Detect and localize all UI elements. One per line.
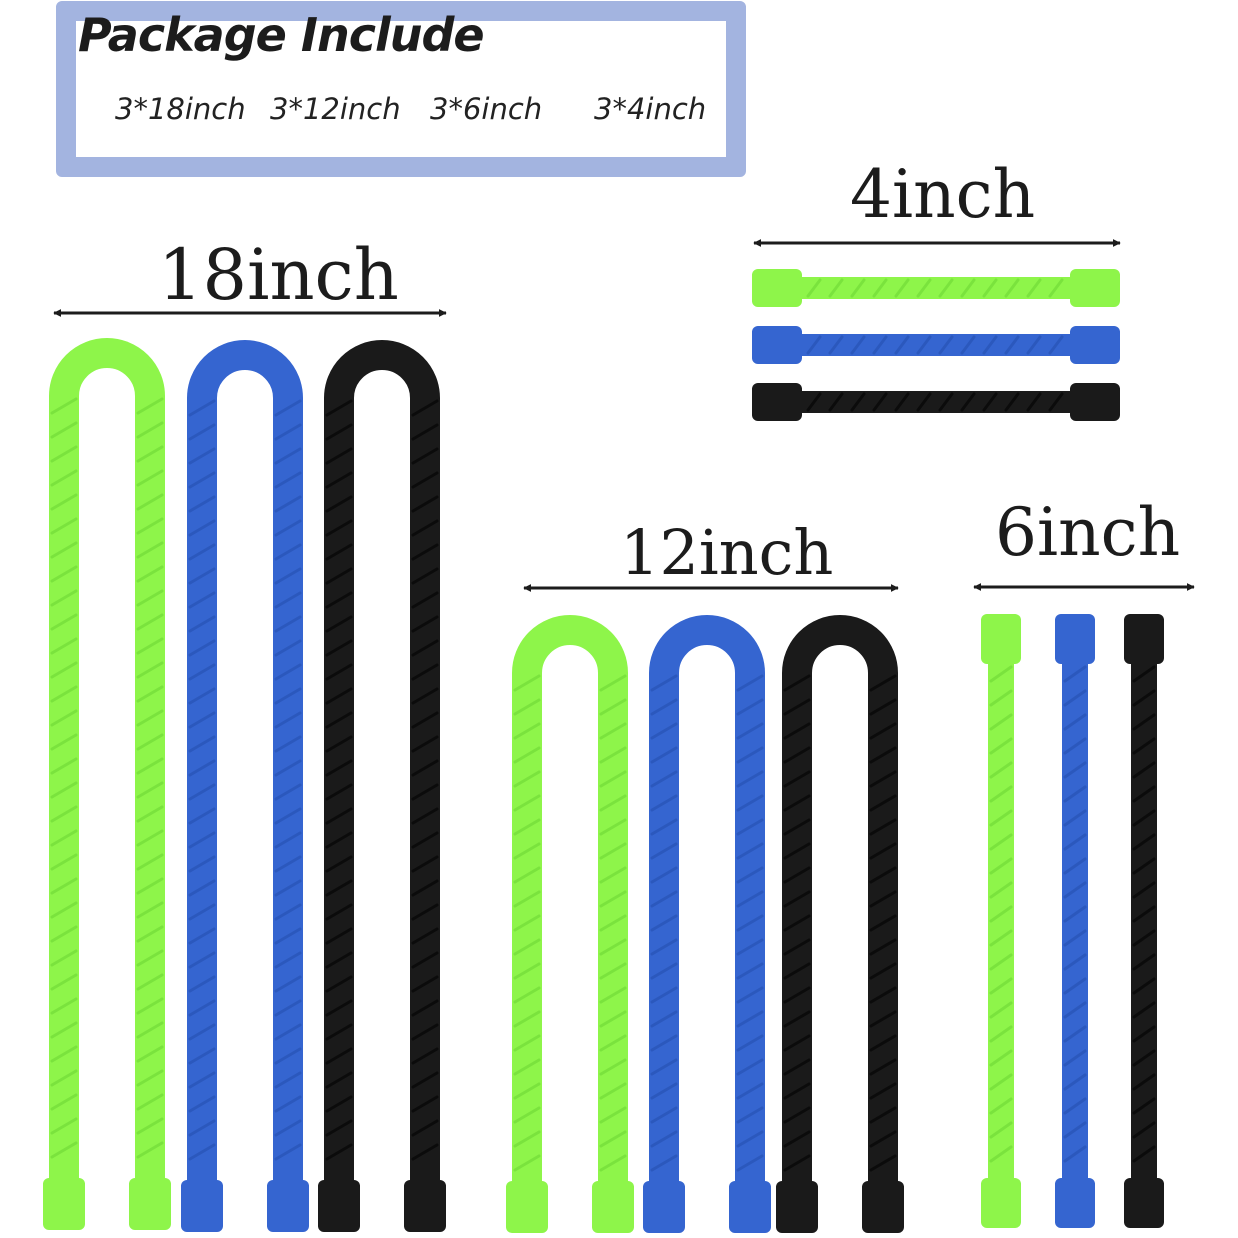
tie-12inch-black xyxy=(776,615,904,1233)
tie-6inch-green xyxy=(981,614,1021,1228)
tie-6inch-black xyxy=(1124,614,1164,1228)
tie-18inch-black xyxy=(318,340,446,1232)
tie-4inch-green xyxy=(752,269,1120,307)
tie-4inch-black xyxy=(752,383,1120,421)
size-label-4inch: 4inch xyxy=(850,156,1036,233)
size-label-12inch: 12inch xyxy=(620,516,834,589)
tie-12inch-green xyxy=(506,615,634,1233)
tie-18inch-blue xyxy=(181,340,309,1232)
package-item-18inch: 3*18inch xyxy=(115,92,246,126)
tie-6inch-blue xyxy=(1055,614,1095,1228)
tie-18inch-green xyxy=(43,338,171,1230)
package-item-12inch: 3*12inch xyxy=(270,92,401,126)
package-include-box xyxy=(56,1,746,177)
size-label-18inch: 18inch xyxy=(158,234,399,316)
package-include-title: Package Include xyxy=(78,8,485,62)
tie-4inch-blue xyxy=(752,326,1120,364)
size-label-6inch: 6inch xyxy=(995,494,1181,571)
package-item-4inch: 3*4inch xyxy=(594,92,707,126)
tie-12inch-blue xyxy=(643,615,771,1233)
package-item-6inch: 3*6inch xyxy=(430,92,543,126)
